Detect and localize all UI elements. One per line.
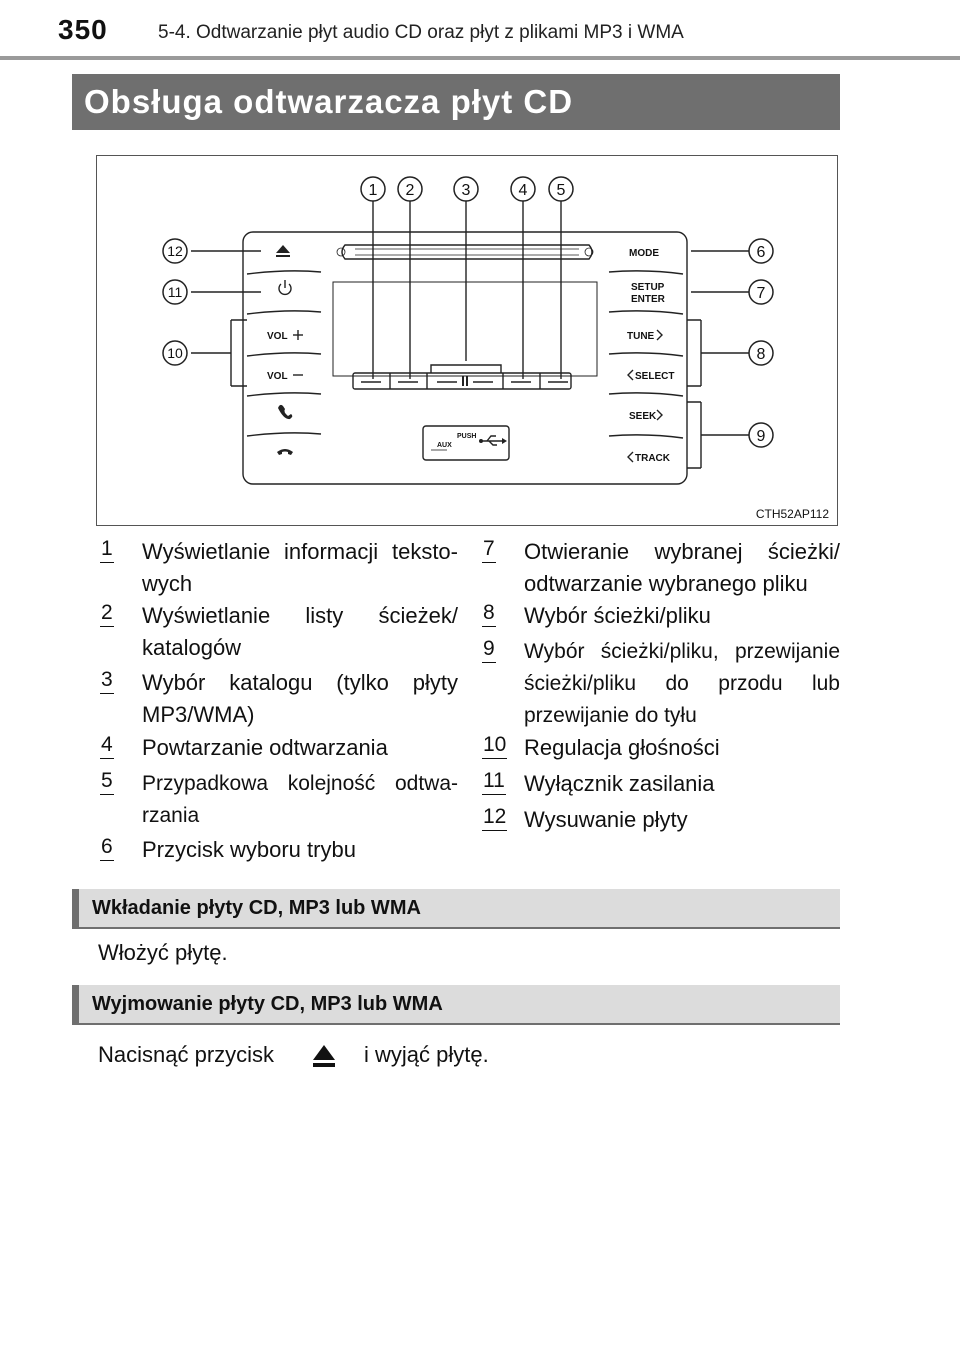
legend-number: 4 — [100, 732, 114, 759]
callout-2: 2 — [406, 182, 415, 199]
callout-5: 5 — [557, 182, 566, 199]
legend-item-7: 7 Otwieranie wybranej ścieżki/ odtwarzan… — [482, 536, 840, 600]
legend-number: 8 — [482, 600, 496, 627]
header-rule — [0, 56, 960, 60]
label-select: SELECT — [635, 371, 674, 382]
label-seek: SEEK — [629, 411, 657, 422]
callout-10: 10 — [167, 345, 183, 361]
legend-item-2: 2 Wyświetlanie listy ścieżek/ katalogów — [100, 600, 458, 664]
legend-text: Wybór ścieżki/pliku — [524, 603, 711, 628]
label-setup: SETUP — [631, 282, 665, 293]
callout-9: 9 — [757, 428, 766, 445]
label-track: TRACK — [635, 453, 671, 464]
legend-text: Przycisk wyboru trybu — [142, 837, 356, 862]
callout-4: 4 — [519, 182, 528, 199]
legend-item-6: 6 Przycisk wyboru trybu — [100, 834, 458, 866]
legend-text: Wybór ścieżki/pliku, przewijanie ścieżki… — [524, 640, 840, 727]
legend-number: 2 — [100, 600, 114, 627]
legend-text: Przypadkowa kolejność odtwa-rzania — [142, 772, 458, 827]
legend-item-4: 4 Powtarzanie odtwarzania — [100, 732, 458, 764]
legend-item-12: 12 Wysuwanie płyty — [482, 804, 840, 836]
label-vol-minus: VOL — [267, 371, 288, 382]
legend-number: 1 — [100, 536, 114, 563]
legend-item-10: 10 Regulacja głośności — [482, 732, 840, 764]
label-push: PUSH — [457, 433, 476, 440]
legend-number: 3 — [100, 667, 114, 694]
legend-number: 10 — [482, 732, 508, 759]
callout-1: 1 — [369, 182, 378, 199]
chapter-title: 5-4. Odtwarzanie płyt audio CD oraz płyt… — [158, 22, 684, 43]
label-aux: AUX — [437, 442, 452, 449]
page-number: 350 — [58, 14, 108, 45]
legend-number: 6 — [100, 834, 114, 861]
callout-3: 3 — [462, 182, 471, 199]
remove-text-before: Nacisnąć przycisk — [98, 1042, 275, 1067]
label-enter: ENTER — [631, 294, 666, 305]
callout-12: 12 — [167, 243, 183, 259]
section-title: Obsługa odtwarzacza płyt CD — [72, 74, 840, 130]
legend-number: 7 — [482, 536, 496, 563]
legend-text: Powtarzanie odtwarzania — [142, 735, 388, 760]
legend-item-9: 9 Wybór ścieżki/pliku, przewijanie ścież… — [482, 636, 840, 732]
legend-item-1: 1 Wyświetlanie informacji teksto-wych — [100, 536, 458, 600]
legend-text: Wyświetlanie informacji teksto-wych — [142, 539, 458, 596]
legend-item-3: 3 Wybór katalogu (tylko płyty MP3/WMA) — [100, 667, 458, 731]
legend-text: Wyłącznik zasilania — [524, 771, 715, 796]
insert-heading: Wkładanie płyty CD, MP3 lub WMA — [72, 889, 840, 929]
legend-text: Otwieranie wybranej ścieżki/ odtwarzanie… — [524, 539, 840, 596]
insert-text: Włożyć płytę. — [98, 940, 228, 965]
radio-panel-drawing: MODE SETUP ENTER TUNE SELECT SEEK TRACK … — [162, 176, 774, 485]
legend-text: Wybór katalogu (tylko płyty MP3/WMA) — [142, 670, 458, 727]
legend-item-11: 11 Wyłącznik zasilania — [482, 768, 840, 800]
label-vol-plus: VOL — [267, 331, 288, 342]
label-tune: TUNE — [627, 331, 655, 342]
legend-number: 9 — [482, 636, 496, 663]
legend-number: 11 — [482, 768, 506, 795]
eject-icon — [313, 1045, 335, 1067]
legend-item-5: 5 Przypadkowa kolejność odtwa-rzania — [100, 768, 458, 832]
callout-7: 7 — [757, 285, 766, 302]
callout-11: 11 — [168, 284, 183, 300]
callout-6: 6 — [757, 244, 766, 261]
legend-text: Wysuwanie płyty — [524, 807, 688, 832]
legend-text: Regulacja głośności — [524, 735, 720, 760]
label-mode: MODE — [629, 248, 659, 259]
legend-text: Wyświetlanie listy ścieżek/ katalogów — [142, 603, 458, 660]
callout-8: 8 — [757, 346, 766, 363]
remove-text-after: i wyjąć płytę. — [364, 1042, 489, 1067]
figure-id: CTH52AP112 — [755, 507, 829, 521]
radio-panel-figure: MODE SETUP ENTER TUNE SELECT SEEK TRACK … — [96, 155, 838, 526]
legend-item-8: 8 Wybór ścieżki/pliku — [482, 600, 840, 632]
legend-number: 5 — [100, 768, 114, 795]
remove-heading: Wyjmowanie płyty CD, MP3 lub WMA — [72, 985, 840, 1025]
legend-number: 12 — [482, 804, 508, 831]
